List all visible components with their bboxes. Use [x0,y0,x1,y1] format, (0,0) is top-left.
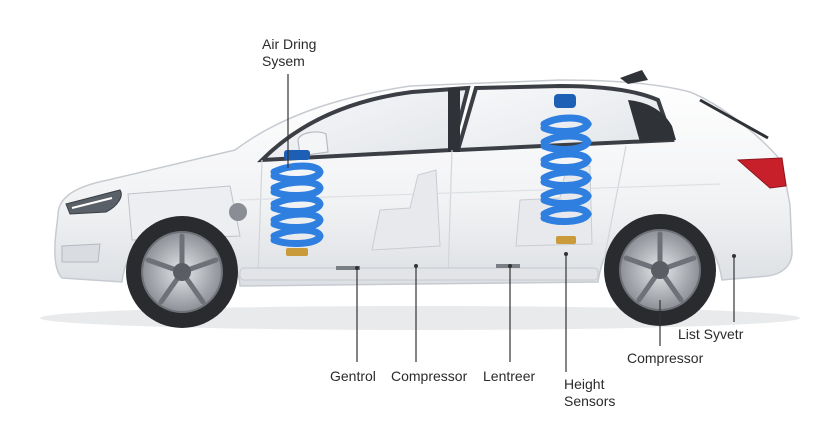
label-air-system: Air Dring Sysem [262,36,316,70]
front-air-spring [270,150,324,256]
label-air-system-line2: Sysem [262,53,305,69]
b-pillar [448,88,460,152]
leader-lines [287,74,735,372]
headlight-drl [71,197,113,209]
label-lift-system: List Syvetr [678,326,744,342]
label-air-system-line1: Air Dring [262,36,317,52]
rear-wiper [699,98,769,140]
label-compressor-right: Compressor [627,350,704,366]
rear-air-spring [540,94,592,244]
quarter-window [628,100,676,142]
roof-spoiler [620,70,648,84]
leader-dot [732,254,736,258]
leader-dot [355,266,359,270]
door-seam [603,145,627,261]
label-lentreer: Lentreer [483,368,536,384]
label-control: Gentrol [330,368,376,384]
label-height-line2: Sensors [564,393,616,409]
front-strut-mount [229,203,247,221]
rear-wheel [604,214,716,326]
leader-dot [508,264,512,268]
tail-light [736,157,787,189]
leader-dot [564,252,568,256]
label-compressor-center: Compressor [391,368,468,384]
sill-marker [336,266,360,270]
front-seat [371,169,441,251]
ground-shadow [40,306,800,330]
door-seam [447,149,453,279]
leader-dot [414,264,418,268]
side-sill [239,267,599,281]
front-wheel [126,216,238,328]
label-height-sensors: Height Sensors [564,376,634,410]
label-height-line1: Height [564,376,605,392]
front-grille [61,243,101,263]
door-seam [257,159,263,277]
